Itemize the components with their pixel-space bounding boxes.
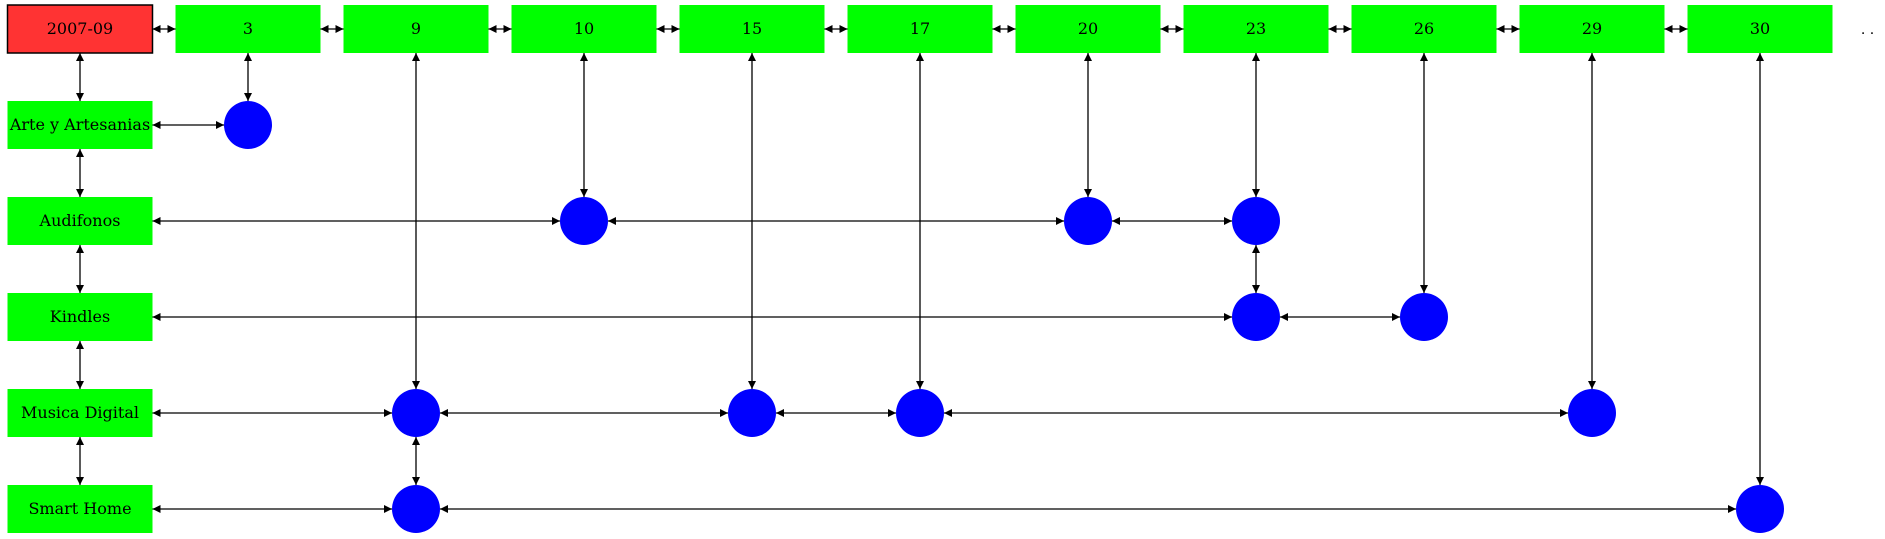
event-node-audifonos-23 [1232,197,1280,245]
category-audifonos-box [7,197,153,245]
day-header-23-box [1183,5,1329,53]
day-header-23-label: 23 [1246,19,1266,38]
category-smart-home-box [7,485,153,533]
period-header-label: 2007-09 [47,19,113,38]
nodes: 2007-09 3 9 10 15 17 20 23 26 29 30 . . Arte y Artes… [6,4,1874,533]
trailing-dots: . . [1861,22,1874,38]
day-header-30-box [1687,5,1833,53]
day-header-20-box [1015,5,1161,53]
day-header-17-box [847,5,993,53]
event-node-smart-home-30 [1736,485,1784,533]
event-node-kindles-26 [1400,293,1448,341]
day-header-29-label: 29 [1582,19,1602,38]
day-header-30-label: 30 [1750,19,1770,38]
event-node-arte-y-artesanias-3 [224,101,272,149]
period-header-box [6,4,154,54]
day-header-3-label: 3 [243,19,253,38]
category-kindles-label: Kindles [50,307,110,326]
day-header-9-box [343,5,489,53]
day-header-29-box [1519,5,1665,53]
day-header-17-label: 17 [910,19,930,38]
day-header-15-label: 15 [742,19,762,38]
day-header-26-box [1351,5,1497,53]
event-node-audifonos-20 [1064,197,1112,245]
event-node-audifonos-10 [560,197,608,245]
category-arte-y-artesanias-box [7,101,153,149]
category-musica-digital-box [7,389,153,437]
day-header-10-label: 10 [574,19,594,38]
day-header-9-label: 9 [411,19,421,38]
category-kindles-box [7,293,153,341]
category-smart-home-label: Smart Home [28,499,131,518]
event-node-musica-digital-29 [1568,389,1616,437]
day-header-20-label: 20 [1078,19,1098,38]
event-node-smart-home-9 [392,485,440,533]
event-node-kindles-23 [1232,293,1280,341]
category-audifonos-label: Audifonos [39,211,121,230]
day-header-3-box [175,5,321,53]
edges [76,25,1764,513]
day-header-26-label: 26 [1414,19,1434,38]
category-musica-digital-label: Musica Digital [21,403,139,422]
event-node-musica-digital-15 [728,389,776,437]
day-header-15-box [679,5,825,53]
event-node-musica-digital-17 [896,389,944,437]
event-node-musica-digital-9 [392,389,440,437]
category-arte-y-artesanias-label: Arte y Artesanias [9,115,150,134]
day-header-10-box [511,5,657,53]
